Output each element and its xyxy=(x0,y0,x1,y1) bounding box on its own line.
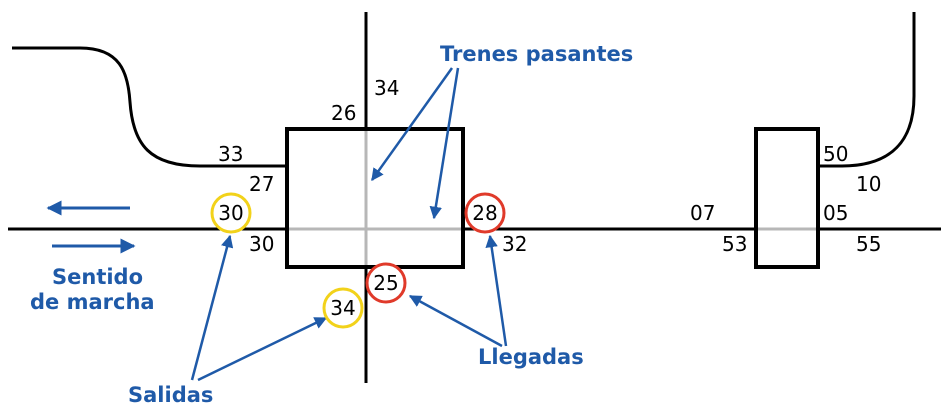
track-number-33: 33 xyxy=(218,142,243,166)
track-number-55: 55 xyxy=(856,232,881,256)
arrivals-label: Llegadas xyxy=(478,345,584,369)
upper-right-curved-track xyxy=(818,12,916,168)
track-number-53: 53 xyxy=(722,232,747,256)
track-number-10: 10 xyxy=(856,172,881,196)
departure-number-bottom: 34 xyxy=(330,296,355,320)
track-number-27: 27 xyxy=(249,172,274,196)
arrivals-arrow-2 xyxy=(485,234,508,347)
upper-left-curved-track xyxy=(12,46,287,168)
direction-label-line2: de marcha xyxy=(30,290,155,314)
departures-arrow-2 xyxy=(197,316,328,382)
departure-ring-left xyxy=(210,192,252,234)
departure-number-left: 30 xyxy=(218,201,243,225)
track-number-32: 32 xyxy=(502,232,527,256)
direction-label-line1: Sentido xyxy=(52,265,143,289)
track-number-30-below: 30 xyxy=(249,232,274,256)
right-junction-box xyxy=(754,127,820,269)
through-trains-arrow-2 xyxy=(429,67,460,220)
arrivals-arrow-1 xyxy=(408,294,503,348)
track-number-34-top: 34 xyxy=(374,76,399,100)
track-number-07: 07 xyxy=(690,201,715,225)
track-number-05: 05 xyxy=(823,201,848,225)
departures-label: Salidas xyxy=(128,383,213,407)
through-trains-arrow-1 xyxy=(370,67,454,182)
track-number-50: 50 xyxy=(823,142,848,166)
track-number-26: 26 xyxy=(331,101,356,125)
departures-arrow-1 xyxy=(190,234,234,381)
through-trains-label: Trenes pasantes xyxy=(440,42,633,66)
arrival-number-right: 28 xyxy=(472,201,497,225)
arrival-ring-right xyxy=(464,192,506,234)
arrival-number-bottom: 25 xyxy=(373,271,398,295)
arrival-ring-bottom xyxy=(365,262,407,304)
departure-ring-bottom xyxy=(322,287,364,329)
